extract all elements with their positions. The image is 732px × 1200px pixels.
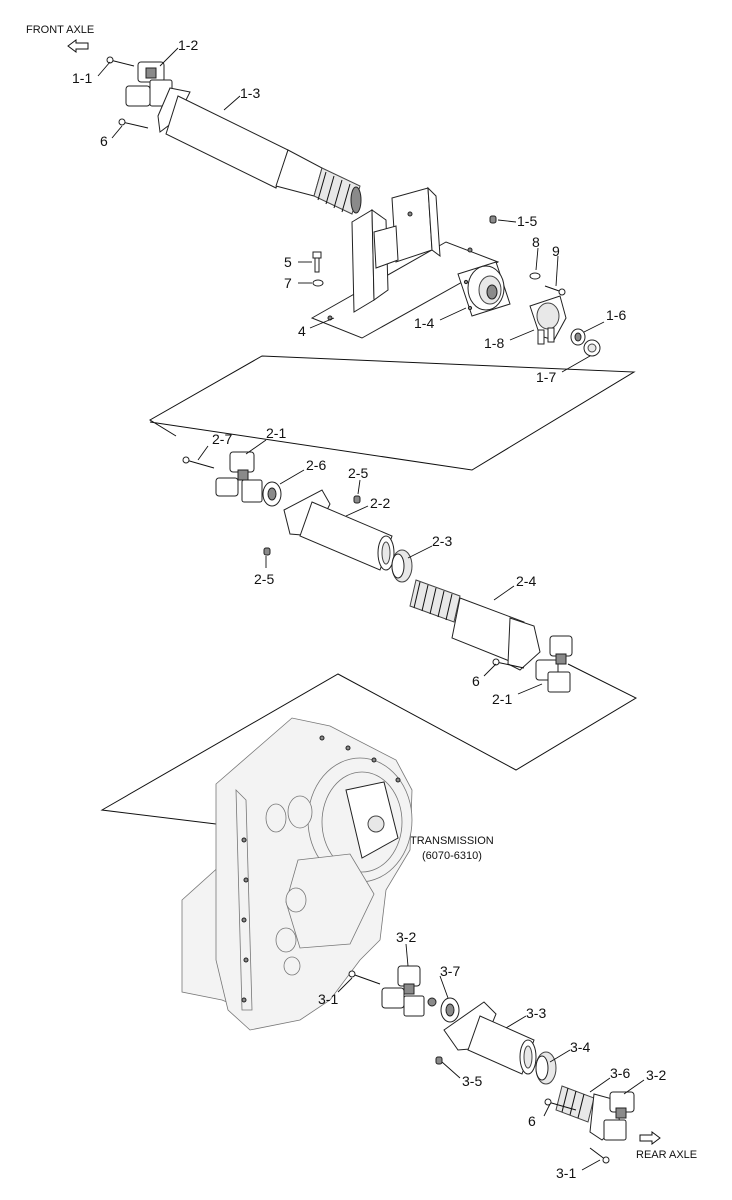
bolt-3-1-bottom [589,1147,610,1164]
callout-2-3: 2-3 [432,533,452,549]
grease-fitting-3-5 [435,1056,443,1065]
callout-3-7: 3-7 [440,963,460,979]
callout-6-bottom: 6 [528,1113,536,1129]
callout-2-4: 2-4 [516,573,536,589]
flange-yoke-1-8 [529,295,567,345]
u-joint-3-2-right [603,1091,635,1141]
callout-2-5-top: 2-5 [348,465,368,481]
callout-2-5-bottom: 2-5 [254,571,274,587]
u-joint-2-1-bottom [535,635,573,693]
callout-3-2-right: 3-2 [646,1067,666,1083]
bolt-1-1 [106,56,135,67]
callout-2-1-bottom: 2-1 [492,691,512,707]
center-bearing-1-4 [457,261,511,317]
callout-2-7: 2-7 [212,431,232,447]
bolt-6-mid [492,658,525,669]
shaft-1-3 [157,87,362,215]
callout-6-mid: 6 [472,673,480,689]
callout-1-5: 1-5 [517,213,537,229]
callout-2-1-top: 2-1 [266,425,286,441]
bolt-2-7 [182,456,215,469]
guide-frame-1 [149,355,636,471]
front-axle-note: FRONT AXLE [26,24,94,36]
callout-3-1-left: 3-1 [318,991,338,1007]
callout-2-2: 2-2 [370,495,390,511]
callout-1-1: 1-1 [72,70,92,86]
bolt-3-1-left [348,970,381,985]
callout-3-2-left: 3-2 [396,929,416,945]
boot-2-3 [391,549,413,583]
carrier-bracket-4 [310,186,500,339]
transmission-model-note: (6070-6310) [422,850,482,862]
spline-shaft-2-4 [409,579,541,671]
leader-lines [97,47,645,1171]
callout-3-3: 3-3 [526,1005,546,1021]
callout-3-4: 3-4 [570,1039,590,1055]
intermediate-shaft-assembly [182,451,573,693]
callout-3-1-bottom: 3-1 [556,1165,576,1181]
boot-3-4 [535,1051,557,1085]
front-shaft-assembly [106,56,601,357]
callout-3-5: 3-5 [462,1073,482,1089]
callout-7: 7 [284,275,292,291]
callout-5: 5 [284,254,292,270]
bolt-6-bottom [544,1098,577,1111]
front-axle-arrow-icon [67,39,89,53]
seal-2-6 [262,481,282,507]
rear-shaft-assembly [348,965,635,1164]
rear-axle-note: REAR AXLE [636,1149,697,1161]
bolt-6-top [118,118,149,129]
callout-labels: 1-1 1-2 1-3 6 1-5 5 7 8 9 4 1-4 1-6 1-8 … [72,37,666,1181]
bolt-5 [312,251,322,273]
grease-fitting-1-5 [489,215,497,224]
u-joint-1-2 [125,61,173,107]
nut-1-7 [583,339,601,357]
nut-3-7 [427,997,437,1007]
slip-yoke-2-2 [283,489,395,571]
callout-1-7: 1-7 [536,369,556,385]
guide-frame-2 [100,663,638,825]
callout-1-3: 1-3 [240,85,260,101]
grease-fitting-2-5-bottom [263,547,271,556]
bolt-9 [544,285,566,296]
slip-yoke-3-3 [443,1001,537,1075]
transmission-note: TRANSMISSION [410,835,494,847]
callout-9: 9 [552,243,560,259]
callout-6-top: 6 [100,133,108,149]
rear-axle-arrow-icon [639,1131,661,1145]
u-joint-2-1-top [215,451,263,503]
callout-1-6: 1-6 [606,307,626,323]
callout-8: 8 [532,234,540,250]
callout-3-6: 3-6 [610,1065,630,1081]
washer-7 [312,279,324,287]
callout-1-2: 1-2 [178,37,198,53]
nut-8 [529,272,541,280]
seal-3-7 [440,997,460,1023]
transmission-housing [181,717,413,1031]
callout-2-6: 2-6 [306,457,326,473]
callout-4: 4 [298,323,306,339]
callout-1-8: 1-8 [484,335,504,351]
grease-fitting-2-5-top [353,495,361,504]
u-joint-3-2-left [381,965,425,1017]
callout-1-4: 1-4 [414,315,434,331]
